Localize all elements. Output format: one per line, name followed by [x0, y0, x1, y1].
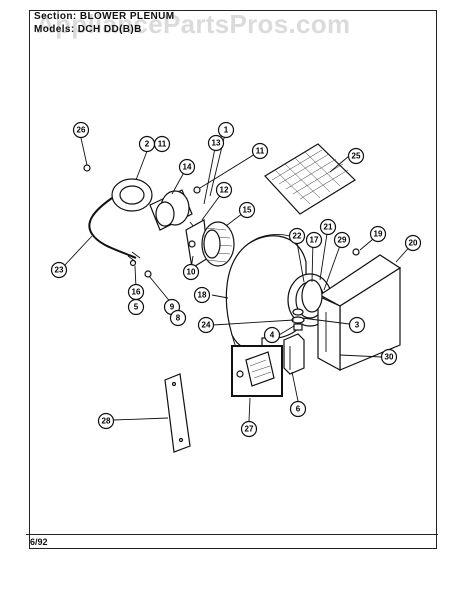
callout-14: 14	[178, 158, 196, 176]
callout-11a: 11	[153, 135, 171, 153]
motor-mount	[111, 178, 153, 212]
callout-30: 30	[380, 348, 398, 366]
watermark: AppliancePartsPros.com	[36, 9, 351, 39]
svg-text:27: 27	[245, 425, 254, 434]
svg-text:1: 1	[224, 126, 229, 135]
svg-text:11: 11	[256, 147, 265, 156]
callout-1: 1	[217, 121, 235, 139]
callout-4: 4	[263, 326, 281, 344]
svg-text:20: 20	[409, 239, 418, 248]
svg-text:22: 22	[293, 232, 302, 241]
svg-text:8: 8	[176, 314, 181, 323]
plenum-box	[317, 254, 402, 372]
callout-5: 5	[127, 298, 145, 316]
motor-icon	[149, 189, 199, 233]
svg-text:29: 29	[338, 236, 347, 245]
svg-text:19: 19	[374, 230, 383, 239]
callout-8: 8	[169, 309, 187, 327]
filter-icon	[264, 143, 356, 215]
models-value: DCH DD(B)B	[77, 24, 142, 35]
section-value: BLOWER PLENUM	[79, 11, 175, 22]
callout-16: 16	[127, 283, 145, 301]
svg-text:26: 26	[77, 126, 86, 135]
callout-28: 28	[97, 412, 115, 430]
panel-kit	[231, 345, 283, 397]
callout-17: 17	[305, 231, 323, 249]
callout-22: 22	[288, 227, 306, 245]
callout-21: 21	[319, 218, 337, 236]
svg-text:16: 16	[132, 288, 141, 297]
models-header: Models: DCH DD(B)B	[34, 24, 142, 35]
access-panel-icon	[164, 373, 191, 453]
cutoff-ring	[301, 279, 323, 313]
callout-24: 24	[197, 316, 215, 334]
callout-26: 26	[72, 121, 90, 139]
callout-29: 29	[333, 231, 351, 249]
svg-text:13: 13	[212, 139, 221, 148]
callout-2: 2	[138, 135, 156, 153]
footer-date: 6/92	[30, 537, 48, 547]
callout-10: 10	[182, 263, 200, 281]
callout-11b: 11	[251, 142, 269, 160]
svg-text:25: 25	[352, 152, 361, 161]
svg-text:5: 5	[134, 303, 139, 312]
svg-text:15: 15	[243, 206, 252, 215]
blower-wheel-icon	[201, 221, 235, 267]
svg-text:9: 9	[170, 303, 175, 312]
footer: 6/92	[26, 534, 438, 550]
callout-12: 12	[215, 181, 233, 199]
switch-block	[283, 333, 305, 375]
models-label: Models:	[34, 24, 75, 35]
svg-text:23: 23	[55, 266, 64, 275]
callout-23: 23	[50, 261, 68, 279]
svg-text:24: 24	[202, 321, 211, 330]
callout-6: 6	[289, 400, 307, 418]
screw-icon	[83, 164, 360, 278]
callout-18: 18	[193, 286, 211, 304]
svg-text:18: 18	[198, 291, 207, 300]
svg-text:14: 14	[183, 163, 192, 172]
svg-text:6: 6	[296, 405, 301, 414]
callout-19: 19	[369, 225, 387, 243]
section-header: Section: BLOWER PLENUM	[34, 11, 174, 22]
callout-20: 20	[404, 234, 422, 252]
svg-text:21: 21	[324, 223, 333, 232]
svg-text:3: 3	[355, 321, 360, 330]
callout-13: 13	[207, 134, 225, 152]
callout-15: 15	[238, 201, 256, 219]
fastener-stack	[291, 308, 305, 331]
svg-text:11: 11	[158, 140, 167, 149]
diagram-frame	[29, 10, 437, 549]
section-label: Section:	[34, 11, 77, 22]
callout-25: 25	[347, 147, 365, 165]
svg-text:12: 12	[220, 186, 229, 195]
svg-text:2: 2	[145, 140, 150, 149]
svg-text:28: 28	[102, 417, 111, 426]
svg-text:4: 4	[270, 331, 275, 340]
svg-text:10: 10	[187, 268, 196, 277]
callout-3: 3	[348, 316, 366, 334]
callout-27: 27	[240, 420, 258, 438]
svg-text:17: 17	[310, 236, 319, 245]
svg-text:30: 30	[385, 353, 394, 362]
